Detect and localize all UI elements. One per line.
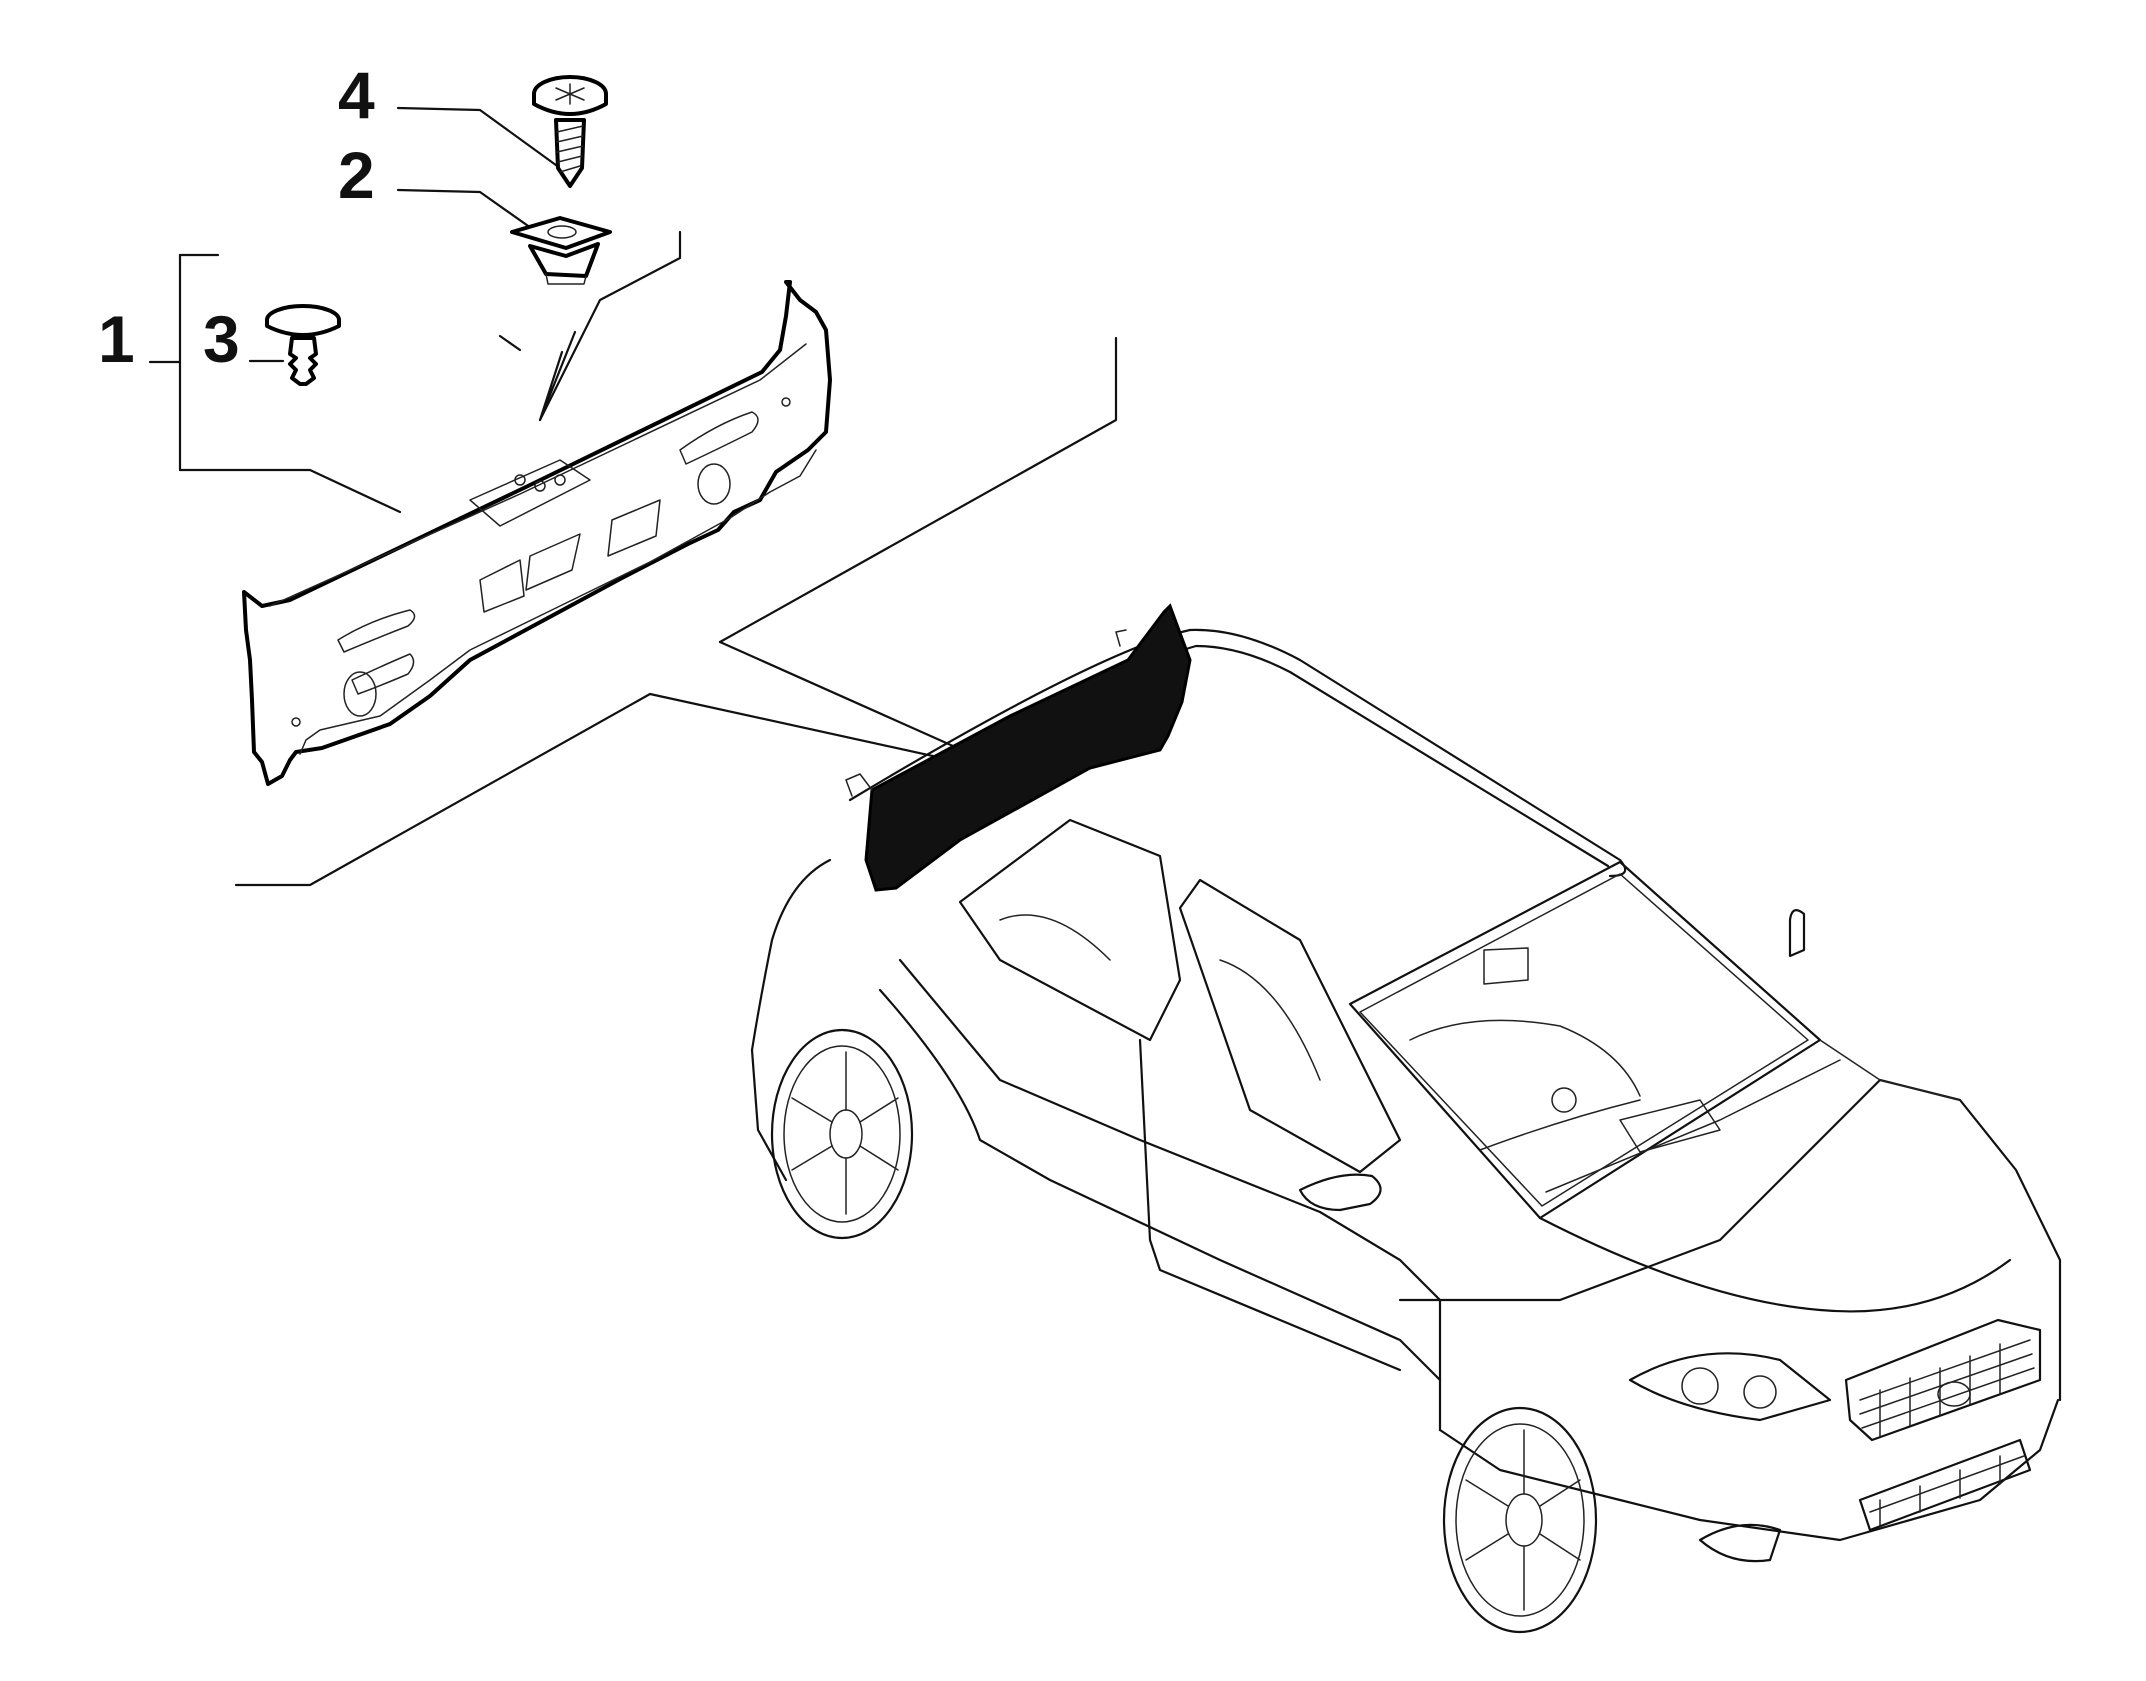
rear-panel-part-1[interactable] (242, 280, 832, 786)
callout-4[interactable]: 4 (338, 58, 375, 132)
screw-part-4[interactable] (532, 75, 608, 188)
callout-3[interactable]: 3 (203, 302, 240, 376)
car-drawing (750, 628, 2062, 1634)
highlighted-panel-in-car[interactable] (845, 603, 1192, 892)
callout-2[interactable]: 2 (338, 138, 375, 212)
callout-1[interactable]: 1 (98, 302, 135, 376)
push-clip-part-3[interactable] (265, 304, 341, 386)
clip-nut-part-2[interactable] (510, 216, 612, 285)
